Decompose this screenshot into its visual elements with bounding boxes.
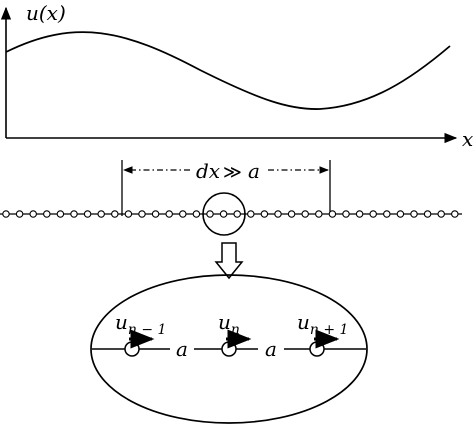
chain-atom xyxy=(260,210,269,218)
chain-atom xyxy=(124,210,133,218)
label-u-n: un xyxy=(218,310,240,338)
chain-atom xyxy=(423,210,432,218)
chain-atom xyxy=(301,210,309,218)
atom-chain xyxy=(2,210,459,218)
spacing-a-right: a xyxy=(265,337,277,361)
chain-atom xyxy=(315,210,323,218)
zoom-down-arrow xyxy=(214,242,244,280)
spacing-a-left: a xyxy=(176,337,188,361)
dimension-a-label: a xyxy=(248,159,260,183)
chain-atom xyxy=(151,210,160,218)
chain-atom xyxy=(83,210,92,218)
chain-atom xyxy=(287,210,296,218)
much-greater-symbol: ≫ xyxy=(223,162,242,183)
chain-atom xyxy=(43,210,51,218)
chain-atom xyxy=(15,210,24,218)
atom-n xyxy=(221,341,237,357)
chain-atom xyxy=(396,210,405,218)
chain-atom xyxy=(328,210,337,218)
chain-atom xyxy=(437,210,445,218)
chain-atom xyxy=(369,210,377,218)
chain-atom xyxy=(219,210,228,218)
chain-atom xyxy=(233,210,241,218)
chain-atom xyxy=(70,210,78,218)
chain-atom xyxy=(247,210,255,218)
displacement-curve xyxy=(5,31,451,110)
chain-atom xyxy=(179,210,187,218)
chain-atom xyxy=(192,210,201,218)
chain-atom xyxy=(451,210,459,218)
x-axis-label: x xyxy=(462,127,473,151)
chain-atom xyxy=(138,210,146,218)
chain-atom xyxy=(342,210,350,218)
chain-atom xyxy=(165,210,173,218)
zoom-ellipse xyxy=(90,274,368,424)
chain-atom xyxy=(29,210,37,218)
y-axis-label: u(x) xyxy=(26,1,66,25)
chain-atom xyxy=(383,210,391,218)
chain-atom xyxy=(410,210,418,218)
chain-atom xyxy=(274,210,282,218)
atom-n-plus-1 xyxy=(309,341,325,357)
magnifier-circle xyxy=(202,192,246,236)
chain-atom xyxy=(97,210,105,218)
chain-atom xyxy=(2,210,10,218)
atom-n-minus-1 xyxy=(124,341,140,357)
dimension-dx-label: dx xyxy=(196,159,220,183)
chain-atom xyxy=(355,210,364,218)
chain-atom xyxy=(111,210,119,218)
chain-atom xyxy=(206,210,214,218)
label-u-n-minus-1: un − 1 xyxy=(115,310,166,338)
label-u-n-plus-1: un + 1 xyxy=(297,310,348,338)
chain-atom xyxy=(56,210,65,218)
